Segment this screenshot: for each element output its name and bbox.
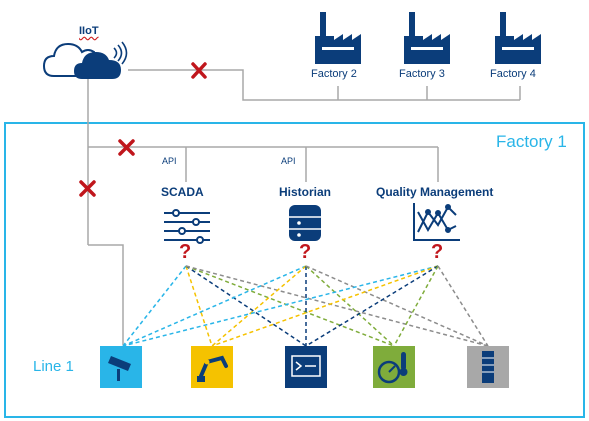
factory-icon [404,12,450,64]
line-chart-icon [413,203,460,241]
quality-management-label: Quality Management [376,185,494,199]
factory-1-label: Factory 1 [496,132,567,151]
blocked-x-icon-line [79,180,96,197]
question-mark-icon: ? [179,241,192,263]
question-mark-icon: ? [431,241,444,263]
blocked-x-icon-factories [191,62,207,79]
scada-label: SCADA [161,185,204,199]
blocked-icons [79,62,207,197]
device-thermometer-gauge [373,346,415,388]
factory-icon [495,12,541,64]
factory-3-label: Factory 3 [399,68,445,80]
blocked-x-icon-apis [118,139,135,156]
factory-2-label: Factory 2 [311,68,357,80]
device-control-panel [285,346,327,388]
sliders-icon [164,209,210,244]
device-camera [100,346,142,388]
device-server-rack [467,346,509,388]
historian-api-label: API [281,156,296,166]
factory-icon [315,12,361,64]
database-icon [289,205,321,241]
factory1-frame [4,122,585,418]
iiot-label: IIoT [79,25,99,37]
factory-4-label: Factory 4 [490,68,536,80]
data-connections [122,265,489,347]
network-wires [87,69,521,345]
device-robot-arm [191,346,233,388]
cloud-icon [42,41,128,79]
scada-api-label: API [162,156,177,166]
question-mark-icon: ? [299,241,312,263]
historian-label: Historian [279,185,332,199]
line-1-label: Line 1 [33,358,74,375]
